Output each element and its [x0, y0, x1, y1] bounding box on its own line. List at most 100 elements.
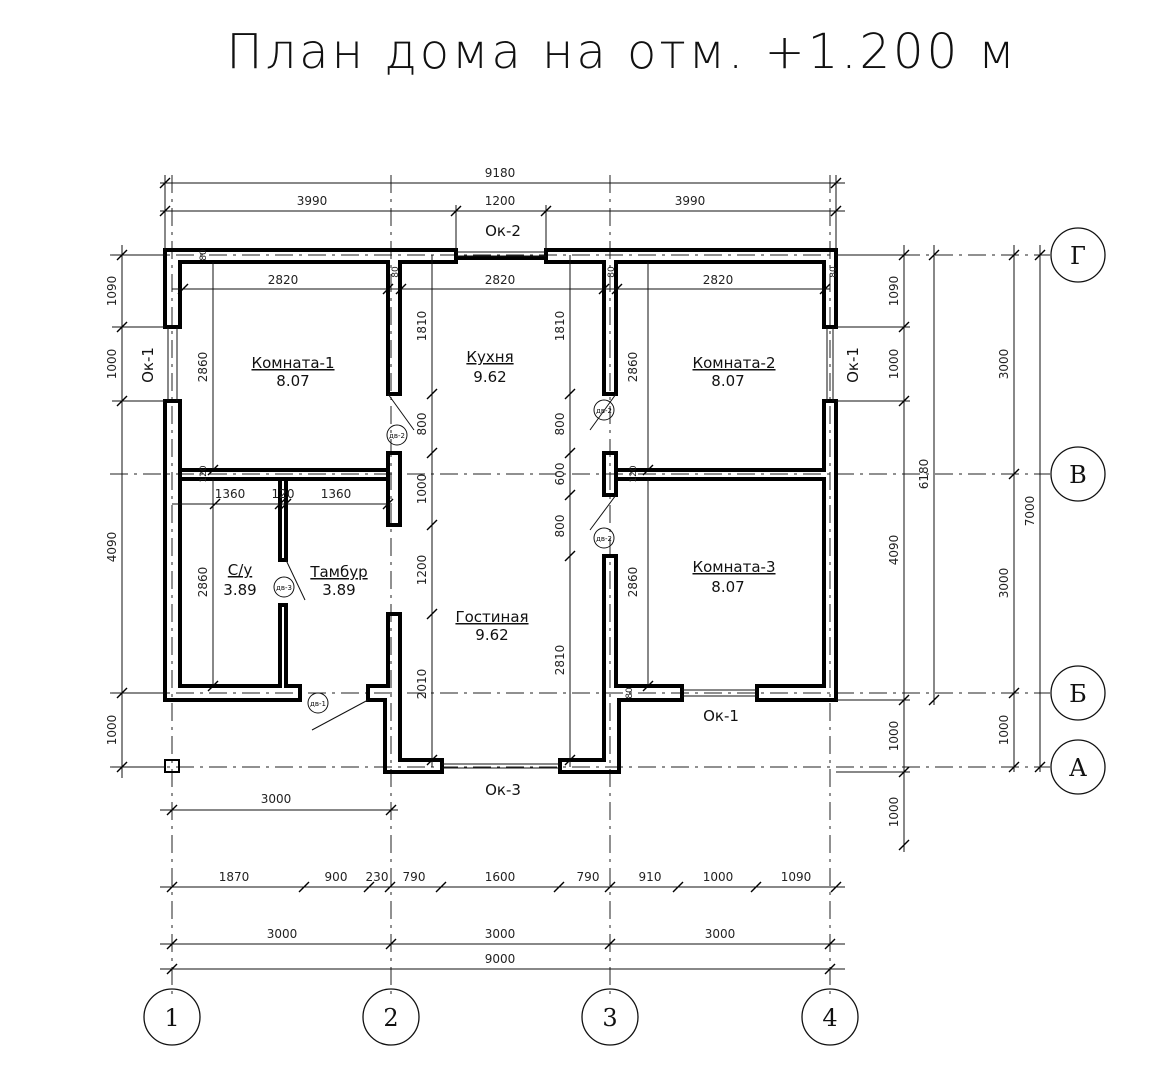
- dimension-dims-wall-mid-right: 80: [607, 266, 617, 278]
- dimension-dims-bot-1000: 1000: [703, 870, 734, 884]
- dimension-dims-wall-mid-r2: 120: [629, 465, 639, 482]
- door-tag-d2-right-bottom: дв-2: [596, 535, 612, 543]
- dimension-dims-bot-790a: 790: [403, 870, 426, 884]
- dimension-dims-part-w: 120: [272, 487, 295, 501]
- axis-label-4: 4: [822, 1004, 837, 1032]
- door-tag-d1: дв-1: [310, 700, 326, 708]
- dimension-dims-kitchen-r2: 800: [553, 413, 567, 436]
- room1-area: 8.07: [276, 372, 309, 390]
- axis-bubbles: Г В Б А 1 2 3 4: [143, 227, 1106, 1046]
- dimension-dims-right2-1000: 1000: [997, 715, 1011, 746]
- dimension-dims-kitchen-w: 2820: [485, 273, 516, 287]
- door-tag-d2-right-top: дв-2: [596, 407, 612, 415]
- dimension-dims-kitchen-l2: 800: [415, 413, 429, 436]
- left-dimensions: 1090 1000 4090 1000: [105, 245, 165, 778]
- axis-label-g: Г: [1070, 242, 1086, 270]
- dimension-dims-wall-mid-left: 80: [391, 266, 401, 278]
- kitchen-name: Кухня: [466, 348, 513, 366]
- dimension-dims-wall-top-right: 80: [829, 266, 839, 278]
- walls: [163, 248, 838, 774]
- dimension-dims-room3-h: 2860: [626, 567, 640, 598]
- axis-label-b: Б: [1069, 680, 1087, 708]
- axis-label-1: 1: [164, 1004, 179, 1032]
- dimension-dims-kitchen-l4: 1200: [415, 555, 429, 586]
- bottom-dimensions: 3000 1870 900 230 790 1600 790 910 1000 …: [160, 792, 845, 975]
- window-ok1-bottom-label: Ок-1: [703, 707, 739, 725]
- dimension-dims-kitchen-l5: 2010: [415, 669, 429, 700]
- dimension-dims-top-total: 9180: [485, 166, 516, 180]
- door-tags: дв-2 дв-2 дв-2 дв-3 дв-1: [273, 399, 615, 714]
- dimension-dims-top-right: 3990: [675, 194, 706, 208]
- dimension-dims-axis-9000: 9000: [485, 952, 516, 966]
- inner-dimensions: 2820 2820 2820 1360 120 1360 2860 2860 2…: [172, 249, 839, 767]
- dimension-dims-bot-790b: 790: [577, 870, 600, 884]
- dimension-dims-top-left: 3990: [297, 194, 328, 208]
- dimension-dims-kitchen-r4: 800: [553, 515, 567, 538]
- dimension-dims-right2-3000b: 3000: [997, 568, 1011, 599]
- window-ok3-label: Ок-3: [485, 781, 521, 799]
- dimension-dims-left-4090: 4090: [105, 532, 119, 563]
- door-swings: [285, 393, 617, 731]
- dimension-dims-right2-7000: 7000: [1023, 496, 1037, 527]
- dimension-dims-top-mid: 1200: [485, 194, 516, 208]
- living-name: Гостиная: [455, 608, 528, 626]
- dimension-dims-axis-3000b: 3000: [485, 927, 516, 941]
- dimension-dims-vest-w: 1360: [321, 487, 352, 501]
- dimension-dims-left-1000b: 1000: [105, 715, 119, 746]
- dimension-dims-right2-3000a: 3000: [997, 349, 1011, 380]
- dimension-dims-kitchen-l1: 1810: [415, 311, 429, 342]
- dimension-dims-left-1090: 1090: [105, 276, 119, 307]
- vestibule-name: Тамбур: [309, 563, 367, 581]
- dimension-dims-axis-3000c: 3000: [705, 927, 736, 941]
- dimension-dims-room2-h: 2860: [626, 352, 640, 383]
- dimension-dims-wall-bot-right: 80: [625, 687, 635, 699]
- dimension-dims-right-1000c: 1000: [887, 797, 901, 828]
- dimension-dims-room1-h: 2860: [196, 352, 210, 383]
- axis-label-3: 3: [602, 1004, 617, 1032]
- plan-title: План дома на отм. +1.200 м: [226, 24, 1017, 80]
- window-ok1-right-label: Ок-1: [844, 347, 862, 383]
- axis-label-a: А: [1069, 754, 1087, 782]
- bathroom-name: С/у: [228, 561, 253, 579]
- dimension-dims-room2-w: 2820: [703, 273, 734, 287]
- dimension-dims-bot-1600: 1600: [485, 870, 516, 884]
- dimension-dims-right-1000a: 1000: [887, 349, 901, 380]
- dimension-dims-bot-900: 900: [325, 870, 348, 884]
- room3-area: 8.07: [711, 578, 744, 596]
- bathroom-area: 3.89: [223, 581, 256, 599]
- dimension-dims-kitchen-r3: 600: [553, 463, 567, 486]
- dimension-dims-bath-w: 1360: [215, 487, 246, 501]
- dimension-dims-wall-top-left: 80: [199, 249, 209, 261]
- dimension-dims-bot-910: 910: [639, 870, 662, 884]
- dimension-dims-axis-3000a: 3000: [267, 927, 298, 941]
- dimension-dims-bot-1870: 1870: [219, 870, 250, 884]
- dimension-dims-room1-w: 2820: [268, 273, 299, 287]
- room2-name: Комната-2: [692, 354, 775, 372]
- dimension-dims-wall-mid-l2: 120: [199, 465, 209, 482]
- door-tag-d2-left: дв-2: [389, 432, 405, 440]
- door-tag-d3: дв-3: [276, 584, 292, 592]
- dimension-dims-right-4090: 4090: [887, 535, 901, 566]
- dimension-dims-bot-230: 230: [366, 870, 389, 884]
- vestibule-area: 3.89: [322, 581, 355, 599]
- window-ok1-left-label: Ок-1: [139, 347, 157, 383]
- right-dimensions: 1090 1000 4090 1000 1000 6180 3000 3000 …: [836, 245, 1046, 852]
- room2-area: 8.07: [711, 372, 744, 390]
- living-area: 9.62: [475, 626, 508, 644]
- dimension-dims-bot-1090: 1090: [781, 870, 812, 884]
- room1-name: Комната-1: [251, 354, 334, 372]
- dimension-dims-kitchen-r1: 1810: [553, 311, 567, 342]
- dimension-dims-right-1000b: 1000: [887, 721, 901, 752]
- dimension-dims-left-1000a: 1000: [105, 349, 119, 380]
- window-labels: Ок-2 Ок-1 Ок-1 Ок-1 Ок-3: [139, 222, 862, 799]
- room3-name: Комната-3: [692, 558, 775, 576]
- dimension-dims-right-1090: 1090: [887, 276, 901, 307]
- dimension-dims-bath-h: 2860: [196, 567, 210, 598]
- axis-label-2: 2: [383, 1004, 398, 1032]
- axis-grid: [110, 175, 1050, 995]
- top-dimensions: 9180 3990 1200 3990: [159, 166, 845, 250]
- dimension-dims-kitchen-r5: 2810: [553, 645, 567, 676]
- dimension-dims-right-6180: 6180: [917, 459, 931, 490]
- kitchen-area: 9.62: [473, 368, 506, 386]
